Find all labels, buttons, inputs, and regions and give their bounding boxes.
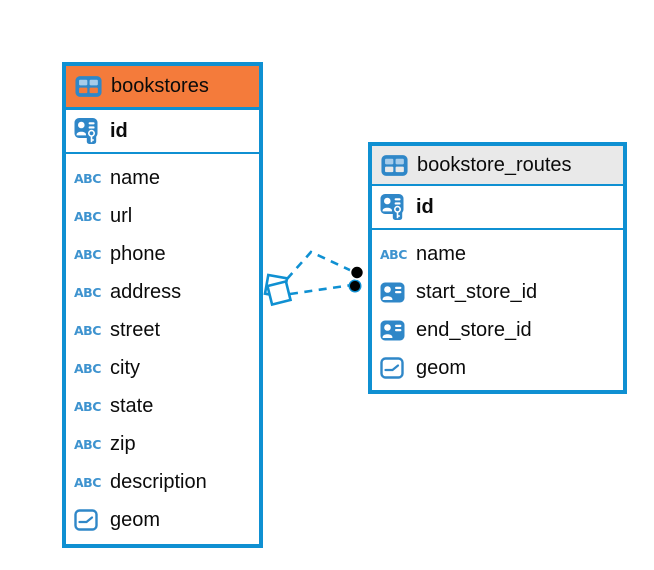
one-side-marker-squares [263, 273, 293, 307]
column-row[interactable]: geom [372, 349, 623, 387]
text-type-icon: ABC [74, 208, 101, 224]
column-list: ABC name ABC url ABC phone ABC address A… [66, 154, 259, 539]
id-reference-icon [380, 320, 407, 341]
relationship-connector[interactable] [252, 238, 378, 314]
column-name: name [416, 242, 467, 265]
text-type-icon: ABC [74, 398, 101, 414]
column-row[interactable]: ABC description [66, 463, 259, 501]
column-list: ABC name start_store_id [372, 230, 623, 387]
column-row[interactable]: ABC street [66, 311, 259, 349]
column-name: id [110, 119, 128, 142]
column-name: id [416, 195, 434, 218]
table-icon [75, 75, 102, 98]
column-name: url [110, 204, 133, 227]
column-name: address [110, 280, 182, 303]
column-row[interactable]: ABC address [66, 273, 259, 311]
table-header-bookstores[interactable]: bookstores [66, 66, 259, 110]
geometry-type-icon [380, 357, 407, 379]
text-type-icon: ABC [74, 246, 101, 262]
column-row[interactable]: ABC zip [66, 425, 259, 463]
text-type-icon: ABC [74, 360, 101, 376]
table-icon [381, 154, 408, 177]
table-header-bookstore-routes[interactable]: bookstore_routes [372, 146, 623, 186]
text-type-icon: ABC [380, 246, 407, 262]
primary-key-icon [74, 117, 101, 145]
table-title: bookstore_routes [417, 153, 572, 176]
entity-table-bookstore-routes[interactable]: bookstore_routes id ABC name [368, 142, 627, 394]
many-side-marker-dots [348, 264, 365, 293]
text-type-icon: ABC [74, 284, 101, 300]
column-row[interactable]: ABC name [372, 235, 623, 273]
column-row[interactable]: ABC city [66, 349, 259, 387]
column-name: geom [416, 356, 467, 379]
column-row[interactable]: geom [66, 501, 259, 539]
column-row[interactable]: start_store_id [372, 273, 623, 311]
text-type-icon: ABC [74, 170, 101, 186]
column-row-pk-id[interactable]: id [372, 186, 623, 230]
column-row[interactable]: ABC phone [66, 235, 259, 273]
column-name: city [110, 356, 140, 379]
relationship-link-lines[interactable] [286, 250, 355, 296]
column-name: street [110, 318, 161, 341]
column-name: state [110, 394, 154, 417]
entity-table-bookstores[interactable]: bookstores id ABC name ABC url [62, 62, 263, 548]
text-type-icon: ABC [74, 436, 101, 452]
column-name: end_store_id [416, 318, 532, 341]
column-row[interactable]: end_store_id [372, 311, 623, 349]
text-type-icon: ABC [74, 322, 101, 338]
column-name: start_store_id [416, 280, 538, 303]
column-row[interactable]: ABC state [66, 387, 259, 425]
geometry-type-icon [74, 509, 101, 531]
id-reference-icon [380, 282, 407, 303]
column-name: phone [110, 242, 166, 265]
text-type-icon: ABC [74, 474, 101, 490]
column-name: geom [110, 508, 161, 531]
column-row[interactable]: ABC url [66, 197, 259, 235]
column-row[interactable]: ABC name [66, 159, 259, 197]
column-name: description [110, 470, 207, 493]
table-title: bookstores [111, 75, 209, 97]
primary-key-icon [380, 193, 407, 221]
column-name: name [110, 166, 161, 189]
column-name: zip [110, 432, 136, 455]
column-row-pk-id[interactable]: id [66, 110, 259, 154]
